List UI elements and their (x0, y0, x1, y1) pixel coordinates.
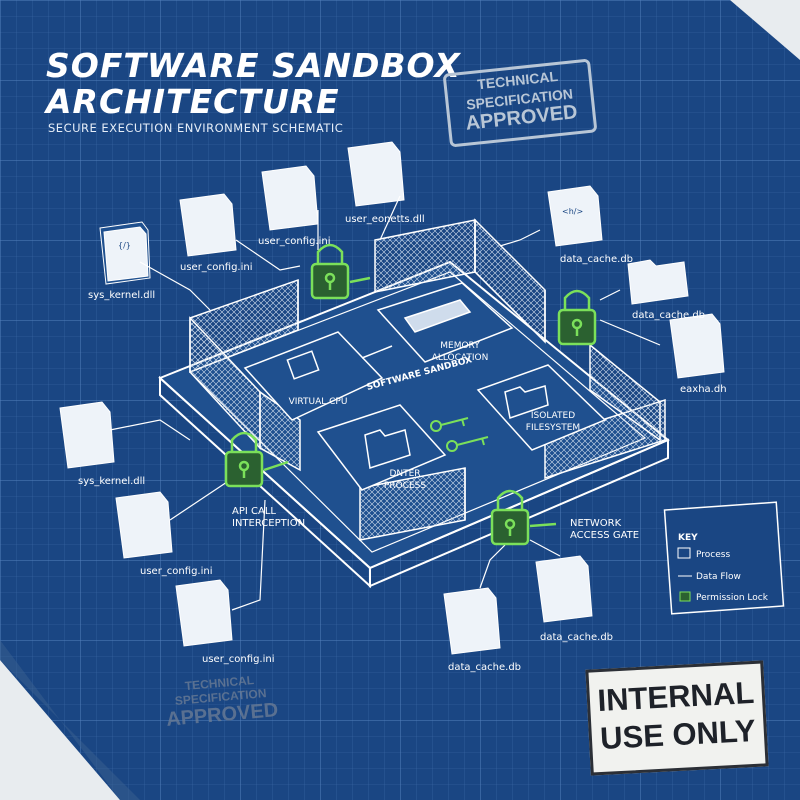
file-label-data-cache-right2: data_cache.db (632, 310, 705, 321)
data-flow-lines (109, 195, 661, 611)
file-icon-data-cache-bottom2 (535, 555, 593, 623)
legend-flow-label: Data Flow (696, 572, 741, 582)
file-icon-user-config-left1 (115, 491, 173, 559)
legend-lock-icon (679, 591, 691, 602)
process-module: DNTER PROCESS (316, 404, 447, 491)
svg-text:MEMORY: MEMORY (440, 341, 480, 351)
api-interception-label-2: INTERCEPTION (232, 518, 305, 529)
memory-allocation-module: MEMORY ALLOCATION (376, 282, 514, 363)
file-icon-data-cache-right1: <h/> (547, 185, 603, 247)
page-title: SOFTWARE SANDBOX ARCHITECTURE (46, 46, 461, 121)
file-label-user-config-top2: user_config.ini (258, 236, 331, 247)
page-subtitle: SECURE EXECUTION ENVIRONMENT SCHEMATIC (48, 121, 344, 135)
svg-text:ALLOCATION: ALLOCATION (432, 353, 489, 363)
file-label-user-config-top1: user_config.ini (180, 262, 253, 273)
file-label-sys-kernel-top: sys_kernel.dll (88, 290, 155, 301)
legend-process-label: Process (696, 550, 730, 560)
svg-text:{/}: {/} (118, 241, 131, 250)
svg-text:<h/>: <h/> (562, 207, 583, 216)
permission-lock-icon-top (310, 243, 371, 300)
svg-text:ISOLATED: ISOLATED (531, 411, 575, 421)
file-icon-user-eonetts-top (347, 141, 405, 207)
file-icon-user-config-top2 (261, 165, 319, 231)
file-label-data-cache-right1: data_cache.db (560, 254, 633, 265)
svg-text:VIRTUAL CPU: VIRTUAL CPU (289, 397, 348, 407)
keys-icon (430, 417, 489, 452)
isolated-filesystem-module: ISOLATED FILESYSTEM (476, 364, 607, 451)
file-icon-user-config-left2 (175, 579, 233, 647)
file-icon-user-config-top1 (179, 193, 237, 257)
network-gate-label-2: ACCESS GATE (570, 530, 639, 541)
folder-icon-data-cache-right2 (627, 259, 689, 305)
virtual-cpu-module: VIRTUAL CPU (243, 331, 384, 421)
api-interception-label-1: API CALL (232, 506, 276, 517)
file-label-sys-kernel-left: sys_kernel.dll (78, 476, 145, 487)
file-icon-sys-kernel-top: {/} (99, 221, 151, 285)
file-label-user-config-left2: user_config.ini (202, 654, 275, 665)
network-gate-label-1: NETWORK (570, 518, 622, 529)
permission-lock-icon-api (224, 431, 289, 488)
legend-process-swatch (677, 547, 691, 559)
legend-lock-label: Permission Lock (696, 593, 769, 603)
file-label-data-cache-bottom1: data_cache.db (448, 662, 521, 673)
svg-text:DNTER: DNTER (389, 469, 420, 479)
permission-lock-icon-network (490, 489, 557, 546)
file-icon-eaxha-right3 (669, 313, 725, 379)
permission-lock-icon-right (557, 289, 597, 346)
file-label-data-cache-bottom2: data_cache.db (540, 632, 613, 643)
svg-text:FILESYSTEM: FILESYSTEM (526, 423, 580, 433)
perimeter-fence (189, 218, 666, 541)
file-label-user-config-left1: user_config.ini (140, 566, 213, 577)
file-icon-data-cache-bottom1 (443, 587, 501, 655)
file-icon-sys-kernel-left (59, 401, 115, 469)
svg-text:PROCESS: PROCESS (384, 481, 426, 491)
file-label-user-eonetts: user_eonetts.dll (345, 214, 425, 225)
legend-key: KEY Process Data Flow Permission Lock (663, 501, 785, 615)
file-label-eaxha: eaxha.dh (680, 384, 727, 395)
cpu-memory-link (361, 345, 393, 359)
legend-title: KEY (678, 533, 698, 543)
